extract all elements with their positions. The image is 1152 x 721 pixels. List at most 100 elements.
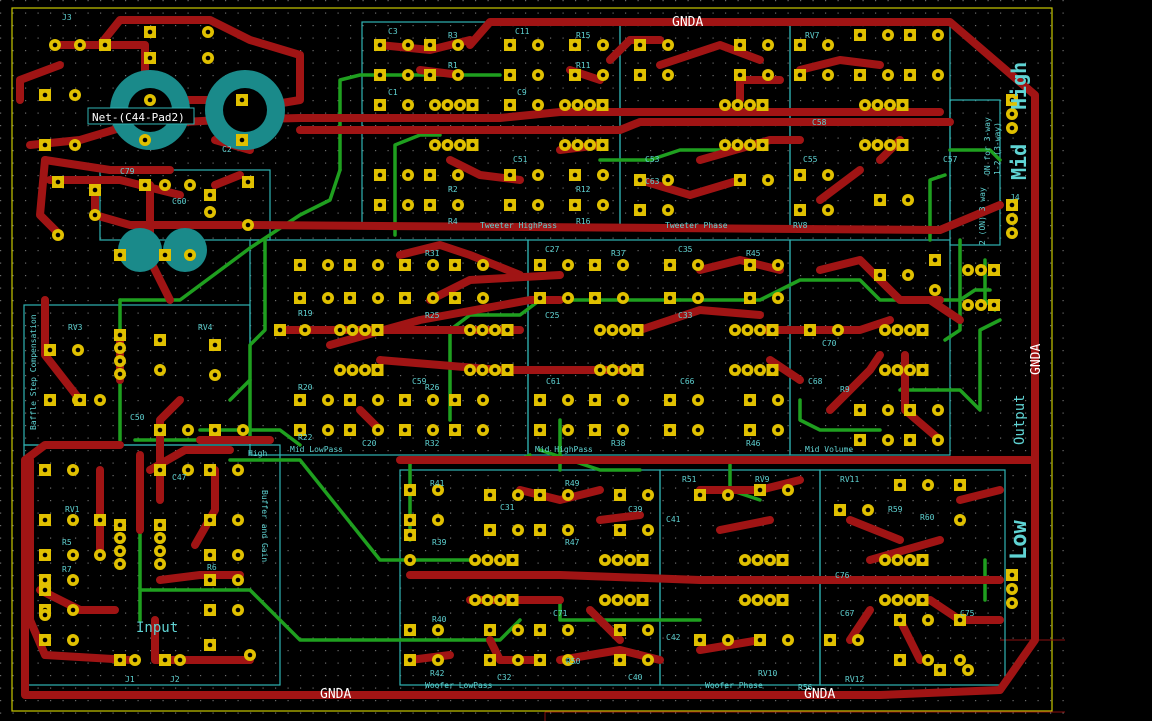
gnda-label-top: GNDA (672, 15, 703, 30)
ref-r22: R22 (298, 433, 313, 442)
ref-c20: C20 (362, 439, 377, 448)
ref-r6: R6 (207, 563, 217, 572)
ref-j4: J4 (1010, 193, 1020, 202)
ref-r59: R59 (888, 505, 903, 514)
ref-r39: R39 (432, 538, 447, 547)
ref-c68: C68 (808, 377, 823, 386)
high-label: High (1007, 62, 1031, 110)
ref-r5: R5 (62, 538, 72, 547)
ref-c42: C42 (666, 633, 681, 642)
ref-rv12: RV12 (845, 675, 864, 684)
ref-c60: C60 (172, 197, 187, 206)
ref-c35: C35 (678, 245, 693, 254)
gnda-label-bottom-right: GNDA (804, 687, 835, 702)
ref-c32: C32 (497, 673, 512, 682)
ref-c79: C79 (120, 167, 135, 176)
ref-c47: C47 (172, 473, 187, 482)
ref-rv1: RV1 (65, 505, 80, 514)
ref-c41: C41 (666, 515, 681, 524)
mid-lowpass-label: Mid LowPass (290, 445, 343, 454)
ref-r25: R25 (425, 311, 440, 320)
ref-c50: C50 (130, 413, 145, 422)
ref-c9: C9 (517, 88, 527, 97)
ref-c57: C57 (943, 155, 958, 164)
ref-c25: C25 (545, 311, 560, 320)
ref-c67: C67 (840, 609, 855, 618)
ref-r45: R45 (746, 249, 761, 258)
ref-rv3: RV3 (68, 323, 83, 332)
ref-rv7: RV7 (805, 31, 820, 40)
tweeter-phase-label: Tweeter Phase (665, 221, 728, 230)
ref-rv11: RV11 (840, 475, 859, 484)
ref-r12: R12 (576, 185, 591, 194)
board-outline (11, 7, 1053, 712)
net-c44-label: Net-(C44-Pad2) (92, 111, 185, 124)
ref-r37: R37 (611, 249, 626, 258)
mid-label: Mid (1007, 144, 1031, 180)
ref-r3: R3 (448, 31, 458, 40)
ref-r51: R51 (682, 475, 697, 484)
low-label: Low (1007, 520, 1032, 560)
net-label-box (87, 107, 195, 125)
woofer-phase-label: Woofer Phase (705, 681, 763, 690)
ref-c76: C76 (835, 571, 850, 580)
ref-c63: C63 (645, 177, 660, 186)
ref-c33: C33 (678, 311, 693, 320)
ref-rv10: RV10 (758, 669, 777, 678)
ref-r50: R50 (566, 657, 581, 666)
ref-c70: C70 (822, 339, 837, 348)
ref-c55: C55 (803, 155, 818, 164)
ref-r1: R1 (448, 61, 458, 70)
ref-c71: C71 (553, 609, 568, 618)
baffle-step-label: Baffle Step Compensation (29, 314, 38, 430)
ref-r49: R49 (565, 479, 580, 488)
bottom-copper-traces (118, 73, 1002, 642)
ref-r56: R56 (798, 683, 813, 692)
ref-c27: C27 (545, 245, 560, 254)
ref-c59: C59 (412, 377, 427, 386)
input-section-label: Input (136, 620, 178, 636)
ref-r15: R15 (576, 31, 591, 40)
ref-c11: C11 (515, 27, 530, 36)
ref-r26: R26 (425, 383, 440, 392)
ref-c39: C39 (628, 505, 643, 514)
woofer-lowpass-label: Woofer LowPass (425, 681, 493, 690)
ref-r47: R47 (565, 538, 580, 547)
output-label: Output (1012, 394, 1028, 445)
buffer-gain-label: Buffer and Gain (260, 490, 269, 562)
ref-r40: R40 (432, 615, 447, 624)
gnda-label-bottom-left: GNDA (320, 687, 351, 702)
ref-c3: C3 (388, 27, 398, 36)
ref-r7: R7 (62, 565, 72, 574)
ref-r20: R20 (298, 383, 313, 392)
switch-text-2: ON for 3-way (983, 117, 992, 175)
ref-r42: R42 (430, 669, 445, 678)
ref-rv9: RV9 (755, 475, 770, 484)
ref-rv4: RV4 (198, 323, 213, 332)
ref-c53: C53 (645, 155, 660, 164)
ref-r41: R41 (430, 479, 445, 488)
ref-j1: J1 (125, 675, 135, 684)
high-small-label: High (248, 449, 267, 458)
ref-j2: J2 (170, 675, 180, 684)
ref-c66: C66 (680, 377, 695, 386)
ref-c75: C75 (960, 609, 975, 618)
ref-r16: R16 (576, 217, 591, 226)
ref-r9: R9 (840, 385, 850, 394)
mid-highpass-label: Mid HighPass (535, 445, 593, 454)
ref-r2: R2 (448, 185, 458, 194)
ref-r46: R46 (746, 439, 761, 448)
ref-r19: R19 (298, 309, 313, 318)
ref-c58: C58 (812, 118, 827, 127)
mid-volume-label: Mid Volume (805, 445, 853, 454)
component-pads (39, 26, 1018, 676)
ref-r4: R4 (448, 217, 458, 226)
ref-c31: C31 (500, 503, 515, 512)
ref-c61: C61 (546, 377, 561, 386)
ref-r11: R11 (576, 61, 591, 70)
ref-rv8: RV8 (793, 221, 808, 230)
switch-text-3: 2 (ON) 3 way (978, 187, 987, 245)
ref-r38: R38 (611, 439, 626, 448)
